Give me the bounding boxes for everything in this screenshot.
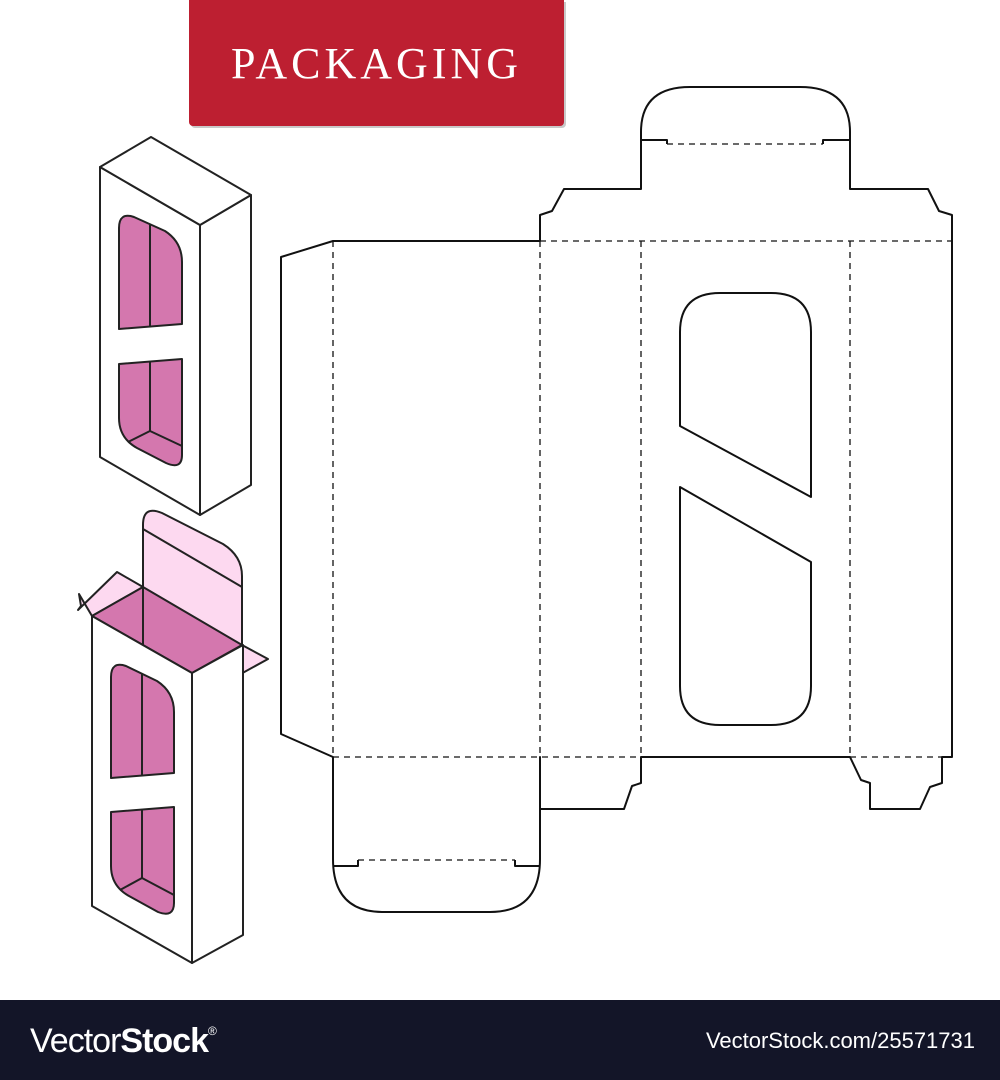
footer-bar: VectorStock® VectorStock.com/25571731 <box>0 1000 1000 1080</box>
canvas: PACKAGING <box>77 0 953 964</box>
registered-mark: ® <box>207 1024 217 1038</box>
illustration-svg <box>77 86 953 964</box>
open-box-isometric <box>77 509 269 964</box>
title-text: PACKAGING <box>230 38 523 88</box>
image-reference: VectorStock.com/25571731 <box>705 1028 975 1053</box>
die-cut-template <box>280 86 953 913</box>
closed-box-isometric <box>99 136 252 516</box>
fold-lines <box>332 143 952 861</box>
brand-logo: VectorStock® <box>30 1022 217 1061</box>
title-badge: PACKAGING <box>189 0 564 126</box>
brand-bold: Stock <box>120 1022 209 1060</box>
brand-light: Vector <box>30 1022 121 1060</box>
